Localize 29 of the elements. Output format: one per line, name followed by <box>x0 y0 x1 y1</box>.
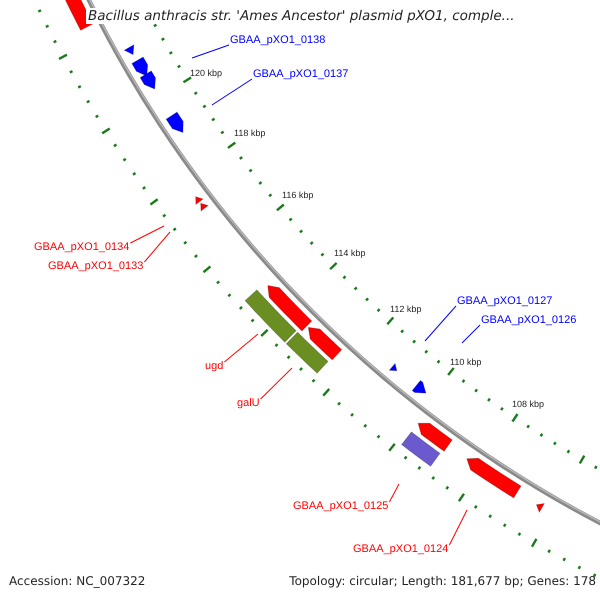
gene-label: GBAA_pXO1_0124 <box>353 543 448 556</box>
leader-line <box>448 510 468 546</box>
scale-label: 120 kbp <box>190 68 222 78</box>
leader-line <box>260 368 292 400</box>
map-info: Topology: circular; Length: 181,677 bp; Genes: 178 <box>289 574 596 588</box>
leader-line <box>462 324 480 344</box>
map-info: Accession: NC_007322 <box>9 574 146 588</box>
scale-label: 118 kbp <box>234 128 266 138</box>
gene-label: GBAA_pXO1_0137 <box>253 68 348 81</box>
gene-label: ugd <box>205 360 224 373</box>
scale-label: 110 kbp <box>450 357 482 367</box>
gene-label: GBAA_pXO1_0126 <box>481 314 576 327</box>
gene-label: GBAA_pXO1_0127 <box>457 295 552 308</box>
scale-label: 114 kbp <box>334 248 366 258</box>
leader-line <box>424 306 456 342</box>
gene-label: GBAA_pXO1_0134 <box>34 241 130 254</box>
leader-line <box>224 334 258 362</box>
scale-label: 116 kbp <box>282 190 314 200</box>
gene-label: GBAA_pXO1_0138 <box>230 34 326 47</box>
gene-label: GBAA_pXO1_0133 <box>48 260 144 273</box>
leader-line <box>212 78 252 106</box>
leader-line <box>130 226 164 244</box>
leader-line <box>192 44 230 58</box>
gene-label: galU <box>237 397 260 410</box>
leader-line <box>388 484 400 502</box>
scale-label: 112 kbp <box>390 304 422 314</box>
gene-label: GBAA_pXO1_0125 <box>293 500 388 513</box>
leader-line <box>144 232 170 262</box>
scale-label: 108 kbp <box>512 399 544 409</box>
